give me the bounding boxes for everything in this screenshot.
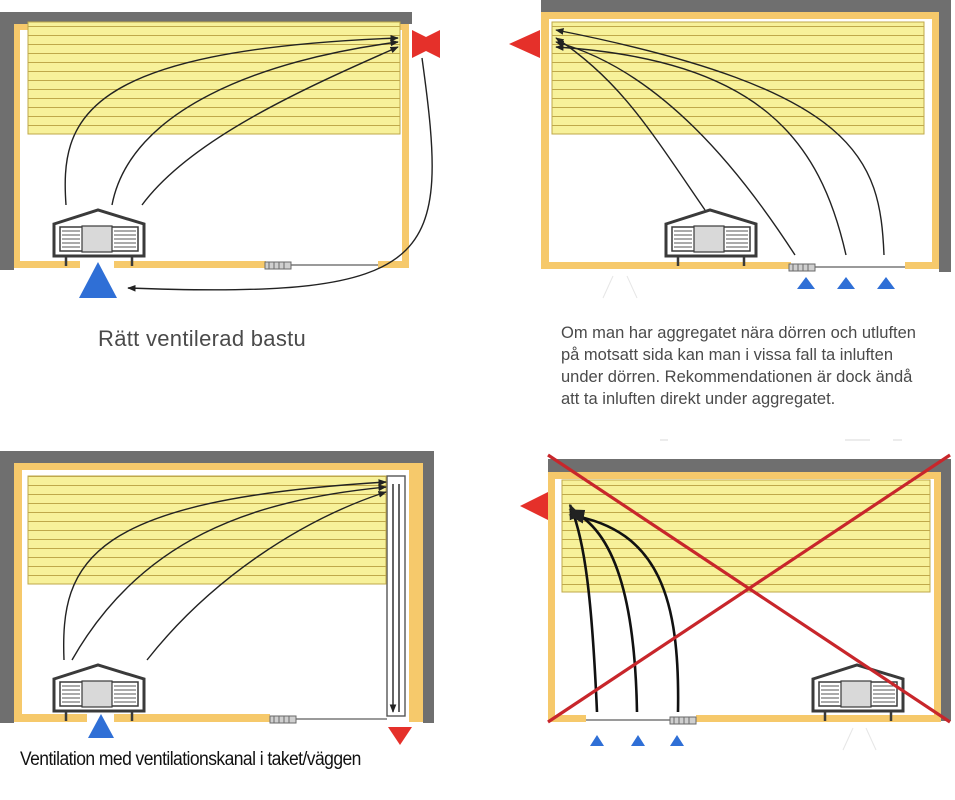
outer-wall-top xyxy=(548,459,951,472)
red-outlet-arrow-icon xyxy=(509,30,540,58)
bench-area xyxy=(561,479,931,593)
panel-incorrect-ventilation xyxy=(520,439,951,751)
outer-wall-right xyxy=(941,459,951,721)
floor-left xyxy=(541,262,791,269)
inner-wall-left xyxy=(14,24,20,268)
floor-mid xyxy=(114,261,266,268)
caption-line: Om man har aggregatet nära dörren och ut… xyxy=(561,324,916,342)
inner-wall-right xyxy=(402,24,409,268)
inner-wall-top xyxy=(541,12,939,19)
caption-line: på motsatt sida kan man i vissa fall ta … xyxy=(561,346,893,364)
inner-wall-top xyxy=(548,472,941,479)
caption-correct-ventilation: Rätt ventilerad bastu xyxy=(98,326,307,351)
blue-inlet-arrow-icon xyxy=(797,277,815,289)
caption-inlet-under-door: Om man har aggregatet nära dörren och ut… xyxy=(561,322,955,410)
inner-wall-right xyxy=(932,12,939,268)
bench-area xyxy=(27,475,387,585)
floor-left xyxy=(548,715,586,722)
outer-wall-right xyxy=(939,0,951,272)
airflow-lines xyxy=(568,503,680,713)
panel-correct-ventilation xyxy=(0,12,440,298)
sauna-heater-icon xyxy=(52,663,146,723)
inner-wall-right xyxy=(934,472,941,722)
blue-inlet-arrow-icon xyxy=(670,735,684,746)
door-threshold-icon xyxy=(269,715,297,724)
inner-wall-left xyxy=(14,463,22,722)
blue-inlet-arrow-icon xyxy=(837,277,855,289)
caption-line: att ta inluften direkt under aggregatet. xyxy=(561,390,836,408)
floor-right xyxy=(696,715,941,722)
ventilation-duct xyxy=(386,475,406,717)
outer-wall-top xyxy=(0,451,434,463)
panel-ventilation-duct xyxy=(0,451,434,745)
blue-inlet-arrow-icon xyxy=(88,714,114,738)
airflow-lines xyxy=(62,479,400,713)
blue-inlet-arrow-icon xyxy=(877,277,895,289)
outer-wall-left xyxy=(0,451,14,723)
inner-wall-right xyxy=(409,463,423,722)
airflow-lines xyxy=(64,34,433,292)
inner-wall-left xyxy=(541,12,549,268)
faint-floor-mark xyxy=(842,727,877,751)
cross-out-mark xyxy=(547,453,951,724)
door-threshold-icon xyxy=(264,261,292,270)
floor-left xyxy=(14,261,80,268)
red-outlet-arrow-icon-2 xyxy=(412,30,440,58)
red-outlet-arrow-icon xyxy=(520,492,548,520)
blue-inlet-arrow-icon xyxy=(79,262,117,298)
red-outlet-arrow-icon xyxy=(388,727,412,745)
floor-mid xyxy=(114,714,270,722)
sauna-heater-icon xyxy=(664,208,758,268)
sauna-heater-icon xyxy=(52,208,146,268)
inner-wall-left xyxy=(548,472,555,722)
blue-inlet-arrow-icon xyxy=(590,735,604,746)
faint-floor-mark xyxy=(602,275,638,299)
floor-left xyxy=(14,714,87,722)
floor-right xyxy=(905,262,939,269)
panel-inlet-under-door xyxy=(509,0,951,299)
inner-wall-top xyxy=(14,463,423,470)
outer-wall-left xyxy=(0,12,14,270)
bench-area xyxy=(27,21,401,135)
outer-wall-right xyxy=(423,451,434,723)
sauna-heater-icon xyxy=(811,663,905,723)
airflow-lines xyxy=(555,28,885,256)
caption-line: under dörren. Rekommendationen är dock ä… xyxy=(561,368,913,386)
outer-wall-top xyxy=(0,12,412,24)
outer-wall-top xyxy=(541,0,951,12)
floor-right xyxy=(378,261,409,268)
door-threshold-icon xyxy=(669,716,697,725)
blue-inlet-arrow-icon xyxy=(631,735,645,746)
caption-ventilation-duct: Ventilation med ventilationskanal i take… xyxy=(20,749,361,770)
door-threshold-icon xyxy=(788,263,816,272)
